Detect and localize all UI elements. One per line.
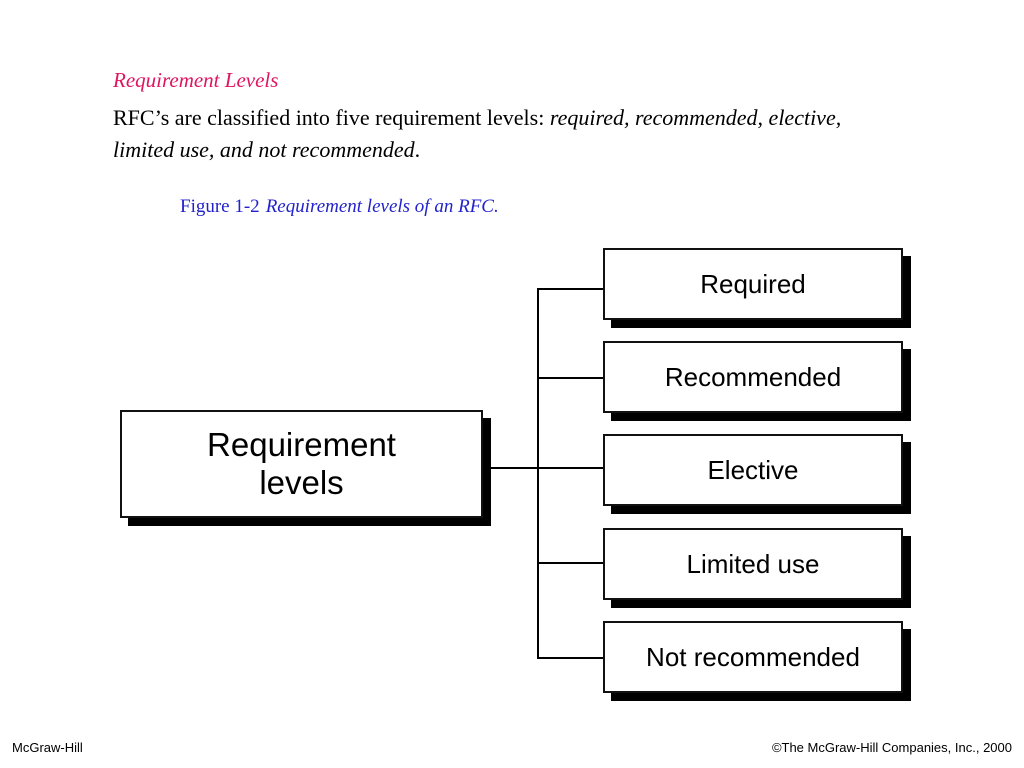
- branch-line-elective: [537, 467, 603, 469]
- level-box-required: Required: [603, 248, 903, 320]
- level-box-recommended: Recommended: [603, 341, 903, 413]
- level-box-not-recommended: Not recommended: [603, 621, 903, 693]
- body-plain-text: RFC’s are classified into five requireme…: [113, 105, 550, 130]
- footer-copyright: ©The McGraw-Hill Companies, Inc., 2000: [771, 740, 1012, 755]
- figure-title: Requirement levels of an RFC.: [265, 196, 499, 217]
- root-box-requirement-levels: Requirement levels: [120, 410, 483, 518]
- branch-line-not-recommended: [537, 657, 603, 659]
- slide-heading: Requirement Levels: [113, 68, 279, 92]
- branch-line-required: [537, 288, 603, 290]
- figure-label: Figure 1-2: [180, 196, 260, 217]
- slide-body-text: RFC’s are classified into five requireme…: [113, 102, 903, 166]
- root-label-line2: levels: [259, 464, 344, 501]
- body-italic-text: required, recommended, elective, limited…: [113, 105, 842, 162]
- root-label-line1: Requirement: [207, 426, 396, 463]
- root-connector-line: [490, 467, 539, 469]
- level-box-limited-use: Limited use: [603, 528, 903, 600]
- body-end-text: .: [414, 137, 421, 162]
- branch-line-limited-use: [537, 562, 603, 564]
- branch-line-recommended: [537, 377, 603, 379]
- vertical-trunk-line: [537, 288, 539, 659]
- level-box-elective: Elective: [603, 434, 903, 506]
- footer-publisher: McGraw-Hill: [12, 740, 83, 755]
